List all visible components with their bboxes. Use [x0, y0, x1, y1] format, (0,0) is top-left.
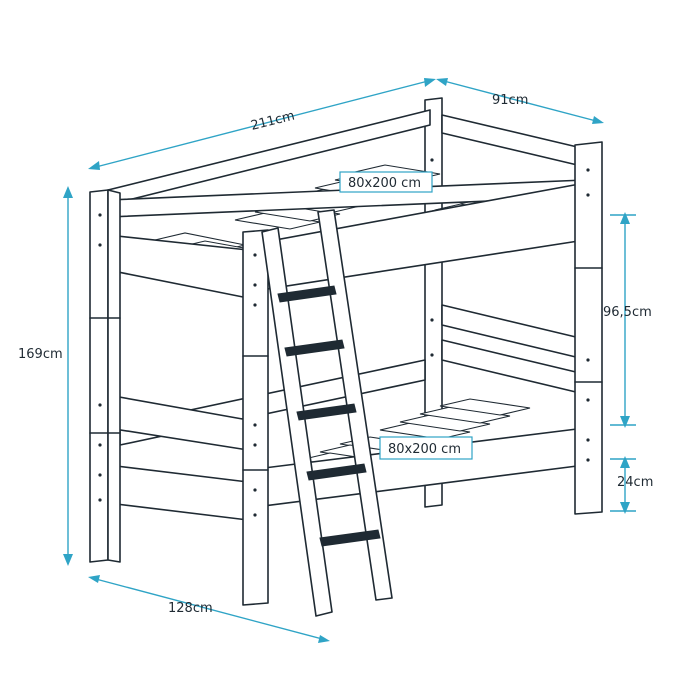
label-upper-clearance: 96,5cm — [603, 305, 652, 320]
ladder-rung-5 — [319, 529, 381, 547]
ladder-rung-3 — [296, 403, 357, 421]
ladder-rung-1 — [277, 285, 337, 303]
label-bottom-gap: 24cm — [617, 475, 653, 490]
lower-bed — [107, 394, 586, 521]
front-middle-post — [242, 229, 269, 606]
lower-foot-rail — [107, 464, 249, 521]
ladder — [261, 209, 393, 617]
label-width-top: 91cm — [492, 93, 528, 108]
label-footprint-length: 128cm — [168, 601, 213, 616]
dimension-labels: 211cm 91cm 169cm 96,5cm 24cm 128cm 80x20… — [18, 93, 653, 616]
ladder-left-rail — [261, 227, 333, 617]
mattress-upper-box — [339, 171, 433, 193]
ladder-rung-4 — [306, 463, 367, 481]
label-total-height: 169cm — [18, 347, 63, 362]
front-left-post-side — [107, 189, 121, 563]
dimension-lines — [63, 78, 636, 643]
label-mattress-lower: 80x200 cm — [388, 442, 461, 457]
ladder-rung-2 — [284, 339, 345, 357]
mattress-lower-box — [379, 436, 473, 460]
label-mattress-upper: 80x200 cm — [348, 176, 421, 191]
front-posts — [89, 141, 603, 606]
head-top-rail — [441, 114, 591, 169]
front-right-post — [574, 141, 603, 515]
label-length: 211cm — [249, 109, 296, 134]
